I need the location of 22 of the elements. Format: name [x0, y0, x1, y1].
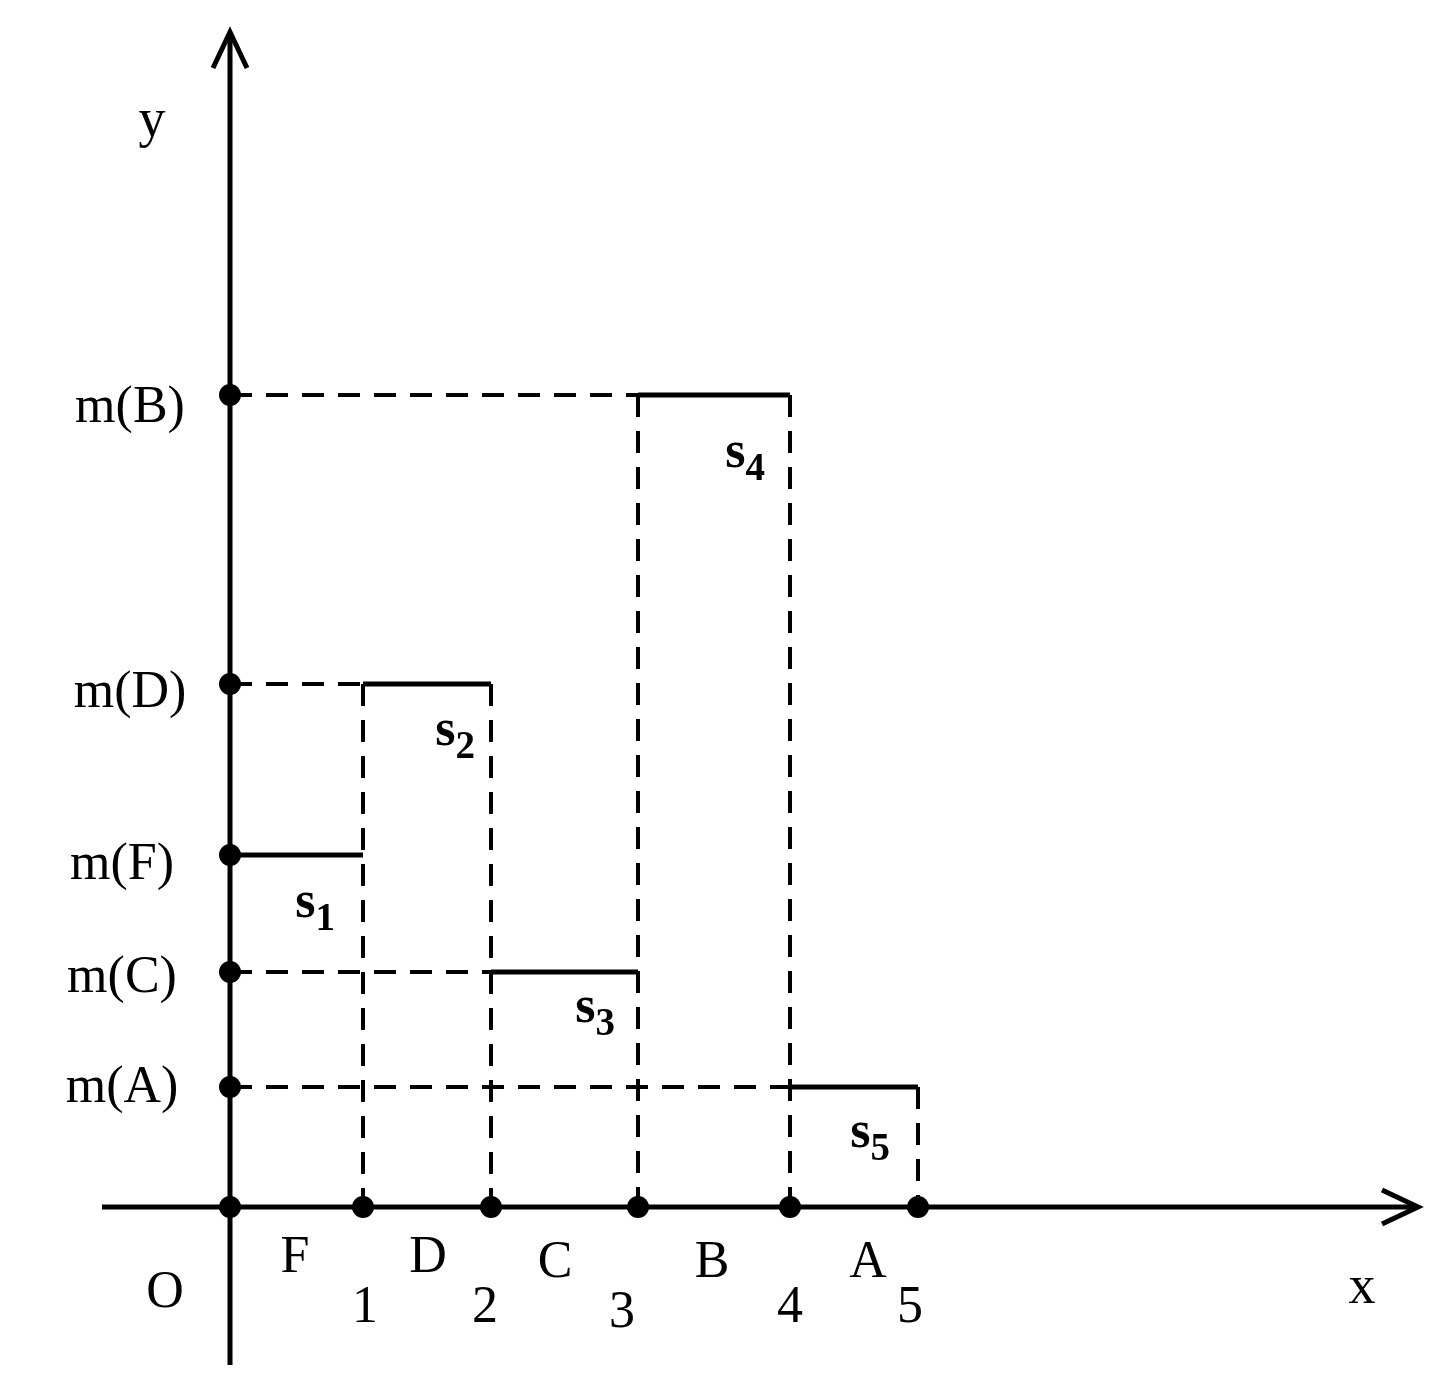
value-label: m(D): [73, 664, 187, 716]
segment-label: C: [537, 1234, 573, 1286]
tick-label: 5: [897, 1279, 923, 1331]
segment-label: A: [849, 1234, 887, 1286]
value-label: m(A): [65, 1059, 179, 1111]
tick-label: 2: [472, 1279, 498, 1331]
value-label: m(C): [67, 949, 177, 1001]
area-label: s$_{3}$: [575, 978, 615, 1042]
value-label: m(B): [75, 379, 185, 431]
segment-label: B: [694, 1234, 730, 1286]
tick-label: 4: [777, 1279, 803, 1331]
area-label: s$_{2}$: [435, 701, 475, 765]
segment-label: F: [280, 1229, 310, 1281]
area-label: s$_{5}$: [850, 1103, 890, 1167]
origin-label: O: [146, 1264, 184, 1316]
area-label: s$_{1}$: [295, 873, 335, 937]
segment-label: D: [409, 1229, 447, 1281]
area-label: s$_{4}$: [725, 423, 765, 487]
axis-label: x: [1348, 1258, 1376, 1312]
tick-label: 1: [352, 1279, 378, 1331]
tick-label: 3: [609, 1284, 635, 1336]
value-label: m(F): [70, 836, 174, 888]
